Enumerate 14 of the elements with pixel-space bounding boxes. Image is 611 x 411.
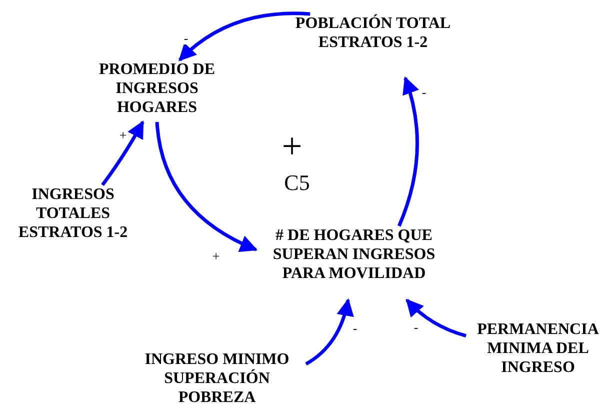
variable-label: PROMEDIO DE INGRESOS HOGARES	[98, 60, 216, 117]
loop-polarity-sign: +	[282, 128, 302, 164]
variable-label: # DE HOGARES QUE SUPERAN INGRESOS PARA MOVILIDAD	[272, 226, 436, 283]
variable-label: POBLACIÓN TOTAL ESTRATOS 1-2	[294, 14, 452, 52]
arrow	[397, 76, 419, 227]
loop-label: C5	[284, 172, 310, 194]
variable-label: INGRESO MINIMO SUPERACIÓN POBREZA	[144, 350, 290, 407]
arrow	[101, 120, 144, 186]
arrow	[406, 298, 466, 338]
variable-label: PERMANENCIA MINIMA DEL INGRESO	[476, 320, 600, 377]
variable-label: INGRESOS TOTALES ESTRATOS 1-2	[17, 185, 129, 242]
arrow	[305, 298, 354, 366]
arrow	[155, 122, 258, 252]
arrow	[178, 12, 310, 62]
